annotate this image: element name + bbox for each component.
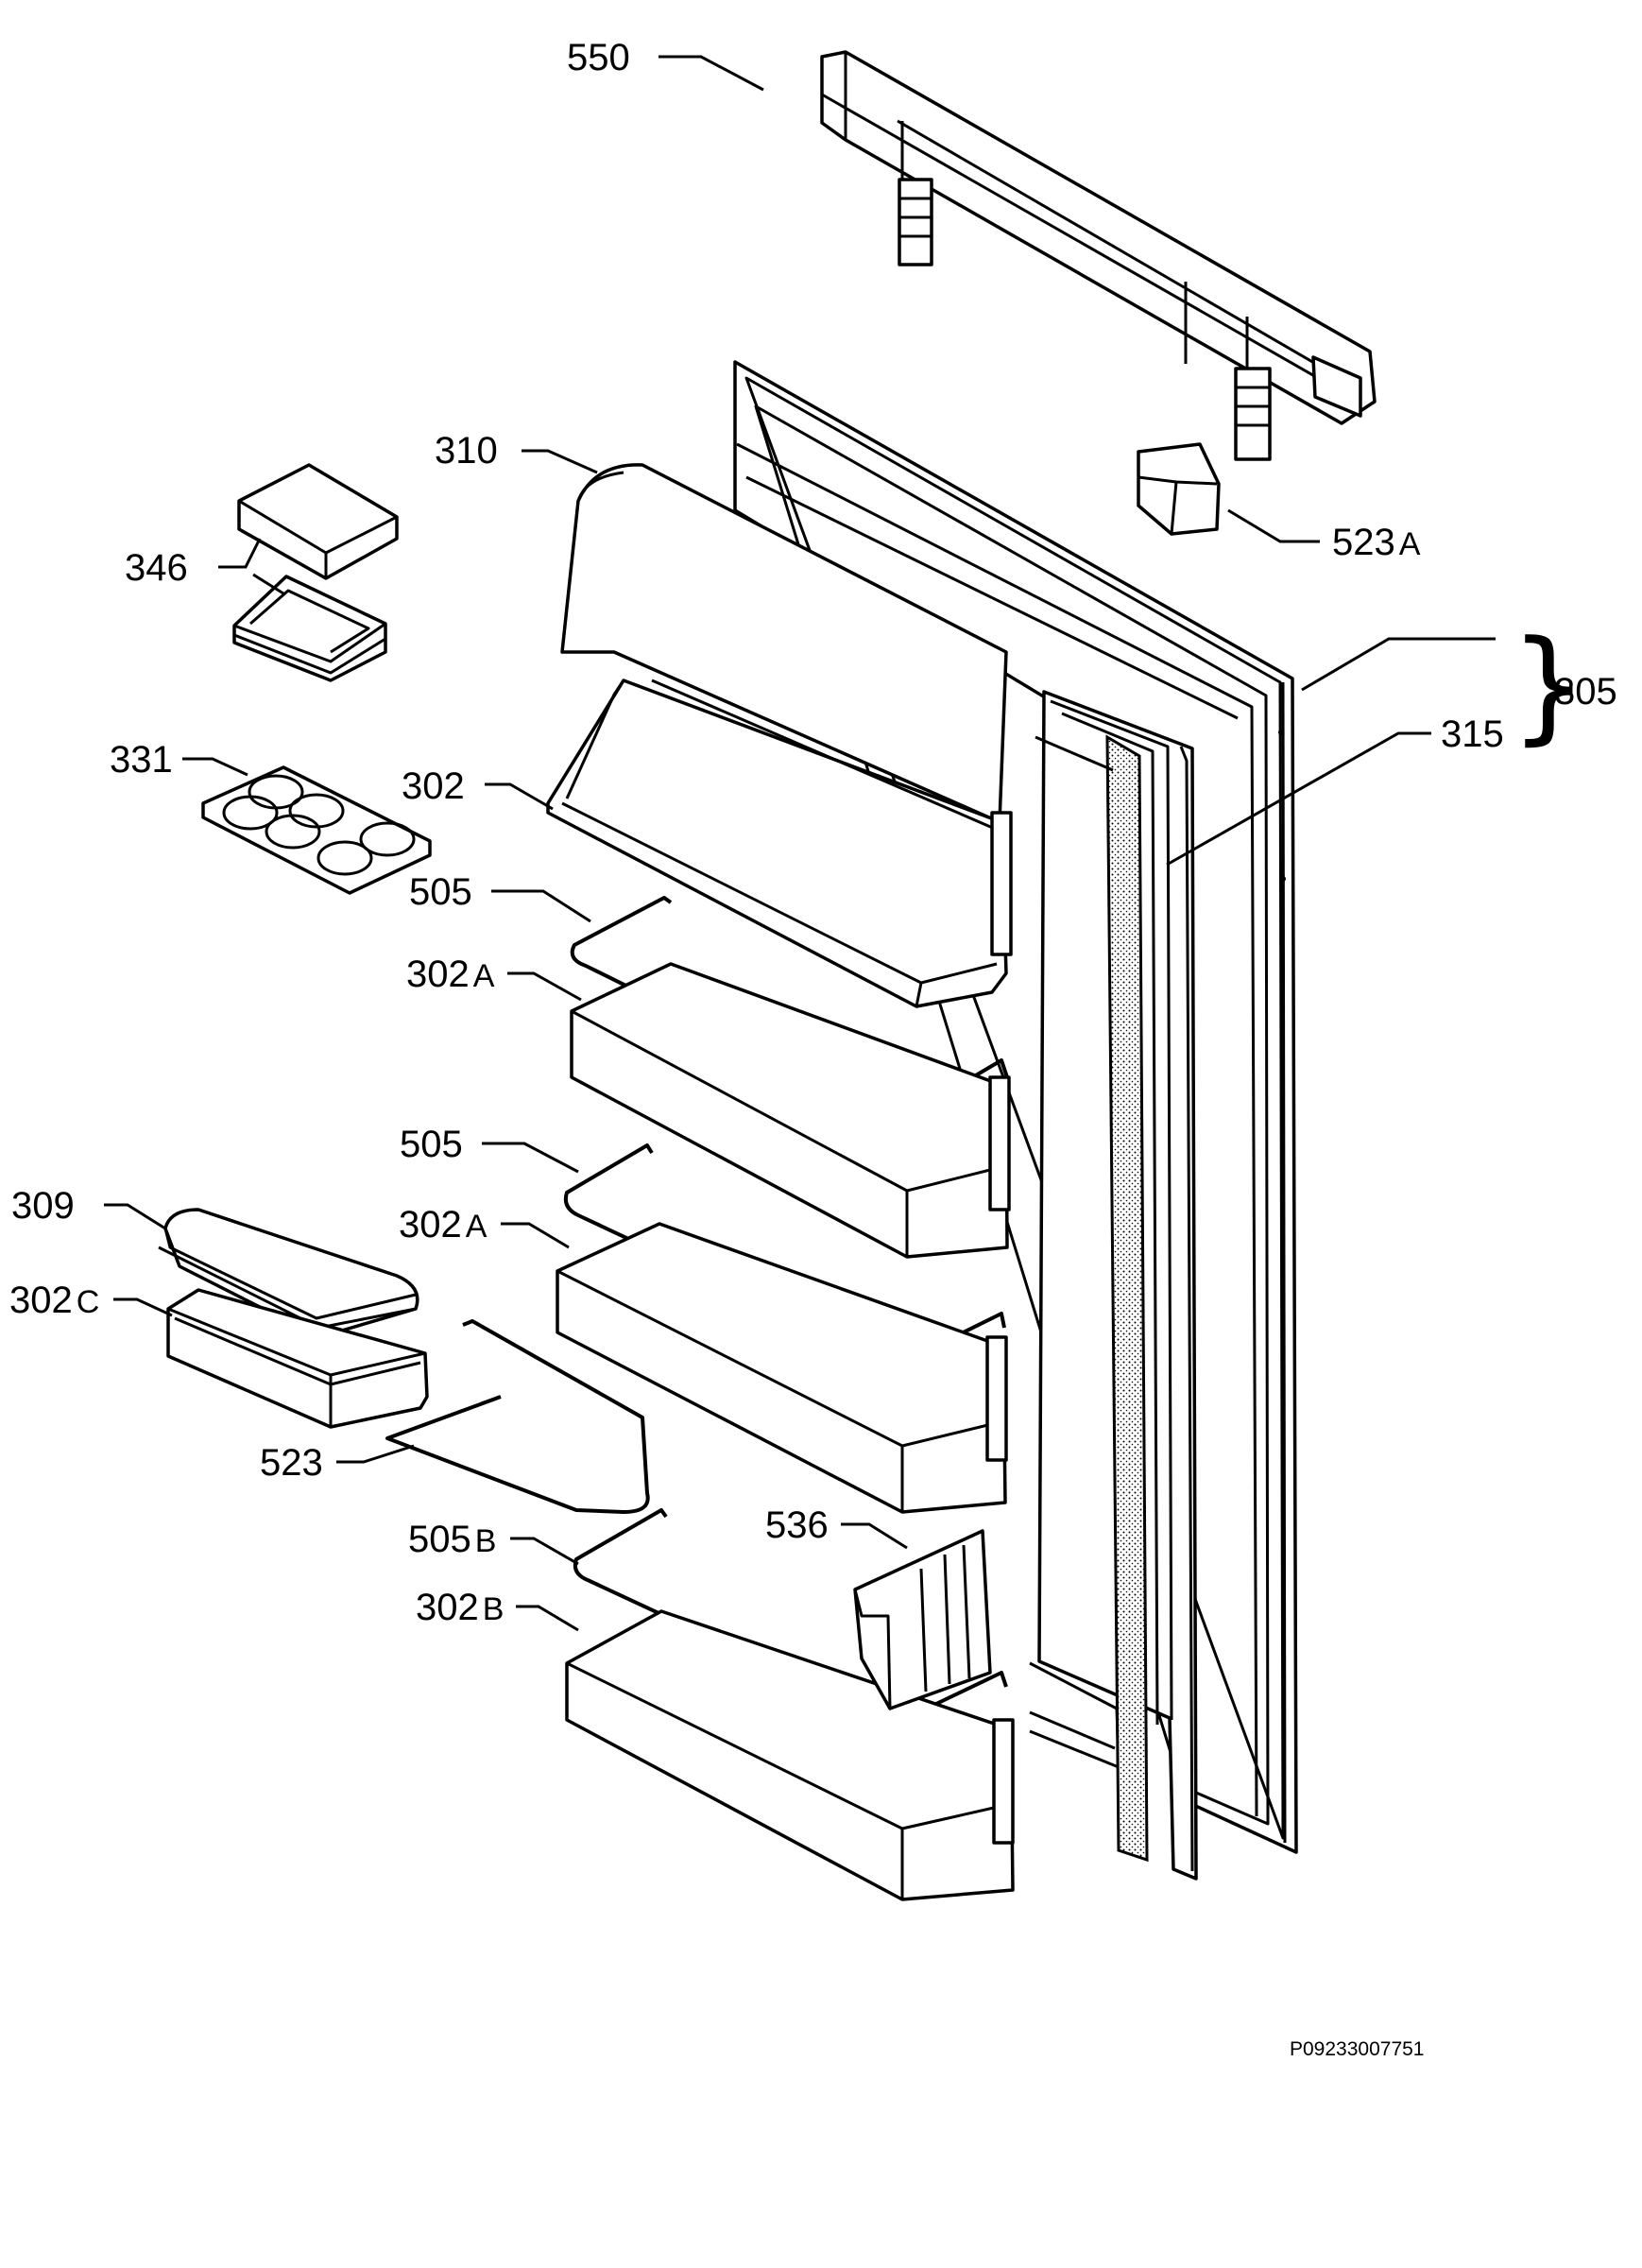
leader-lines (104, 55, 1496, 1632)
label-305: 305 (1554, 671, 1617, 713)
door-panel (733, 360, 1298, 1881)
part-523a-block (1137, 442, 1221, 536)
part-310-dairy-lid (560, 463, 1008, 824)
label-505-upper: 505 (409, 871, 472, 913)
part-550-hinge-cover (820, 50, 1377, 461)
label-309: 309 (11, 1185, 75, 1227)
label-346: 346 (125, 547, 188, 589)
label-302: 302 (402, 765, 465, 807)
part-309-lid (158, 1208, 419, 1339)
label-315: 315 (1441, 713, 1504, 755)
label-550: 550 (567, 37, 630, 78)
part-523-wire-holder (385, 1319, 650, 1514)
part-536-divider (853, 1529, 992, 1710)
part-302b-shelf-lower (565, 1609, 1015, 1901)
label-523: 523 (260, 1442, 323, 1484)
brace-305: } (1510, 613, 1588, 757)
drawing-code: P09233007751 (1290, 2038, 1424, 2060)
label-310: 310 (435, 430, 498, 472)
part-302c-butter-tray (166, 1288, 429, 1429)
part-302a-shelf-middle (556, 1222, 1008, 1514)
part-346-box (232, 463, 399, 682)
part-331-egg-tray (201, 765, 432, 895)
label-505-middle: 505 (400, 1124, 463, 1165)
part-302-door-shelf (546, 679, 1013, 1008)
label-536: 536 (765, 1504, 829, 1546)
label-331: 331 (110, 739, 173, 781)
part-302a-shelf-upper (570, 962, 1011, 1259)
